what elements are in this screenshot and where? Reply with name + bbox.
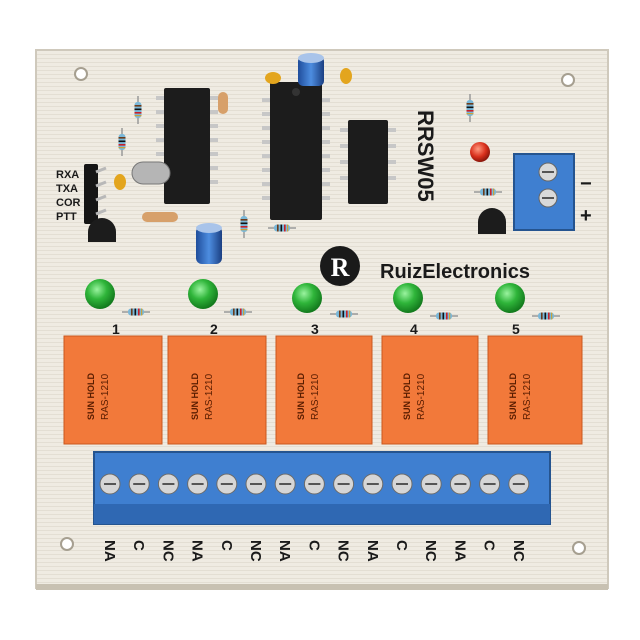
relay-brand-2: SUN HOLD: [190, 373, 200, 421]
channel-led-2: [188, 279, 218, 309]
channel-led-4: [393, 283, 423, 313]
terminal-label: NA: [451, 540, 468, 562]
pin-label-txa: TXA: [56, 183, 78, 195]
ceramic-capacitors: [114, 68, 352, 190]
terminal-label: NC: [422, 540, 439, 562]
ic-chip-left: [156, 88, 218, 204]
terminal-label: NC: [335, 540, 352, 562]
terminal-screw: [333, 473, 355, 495]
relay-model-2: RAS-1210: [204, 373, 215, 420]
pin-labels: RXA TXA COR PTT: [56, 169, 81, 223]
relay-brand-4: SUN HOLD: [402, 373, 412, 421]
terminal-screws: [99, 473, 530, 495]
channel-number-3: 3: [311, 321, 319, 337]
channel-number-4: 4: [410, 321, 418, 337]
brand-name: RuizElectronics: [380, 261, 530, 283]
relay-model-5: RAS-1210: [522, 373, 533, 420]
terminal-label: C: [218, 540, 235, 551]
pin-label-rxa: RXA: [56, 169, 79, 181]
terminal-screw: [99, 473, 121, 495]
channel-number-5: 5: [512, 321, 520, 337]
ic-chip-right: [340, 120, 396, 204]
pin-header: [84, 164, 107, 224]
relay-channel-4: 4 SUN HOLD RAS-1210: [381, 283, 479, 445]
relay-brand-3: SUN HOLD: [296, 373, 306, 421]
crystal: [131, 161, 171, 185]
terminal-screw: [362, 473, 384, 495]
power-terminal-block: [513, 153, 575, 231]
terminal-label: C: [130, 540, 147, 551]
pin-label-cor: COR: [56, 197, 81, 209]
terminal-screw: [508, 473, 530, 495]
relay-brand-5: SUN HOLD: [508, 373, 518, 421]
relay-channel-5: 5 SUN HOLD RAS-1210: [487, 283, 583, 445]
terminal-label: NA: [364, 540, 381, 562]
relay-model-1: RAS-1210: [100, 373, 111, 420]
terminal-screw: [187, 473, 209, 495]
channel-number-1: 1: [112, 321, 120, 337]
terminal-screw: [245, 473, 267, 495]
terminal-labels: NA C NC NA C NC NA C NC NA C NC NA C NC: [101, 540, 527, 562]
relay-4: [381, 335, 479, 445]
pin-label-ptt: PTT: [56, 211, 77, 223]
brand-logo: R: [320, 246, 360, 286]
terminal-label: NC: [159, 540, 176, 562]
relay-3: [275, 335, 373, 445]
brand-logo-letter: R: [331, 253, 350, 282]
terminal-screw: [216, 473, 238, 495]
relay-model-3: RAS-1210: [310, 373, 321, 420]
channel-led-1: [85, 279, 115, 309]
mounting-holes: [60, 67, 586, 555]
terminal-screw: [449, 473, 471, 495]
relay-5: [487, 335, 583, 445]
output-terminal-blocks: [93, 451, 551, 525]
terminal-screw: [274, 473, 296, 495]
relay-1: [63, 335, 163, 445]
terminal-screw: [303, 473, 325, 495]
channel-led-3: [292, 283, 322, 313]
status-led-red: [470, 142, 490, 162]
pcb-board-edge: [36, 584, 608, 590]
terminal-label: NA: [276, 540, 293, 562]
power-plus-label: +: [580, 205, 592, 227]
board-model-label: RRSW05: [413, 110, 438, 202]
terminal-label: NC: [510, 540, 527, 562]
terminal-label: C: [393, 540, 410, 551]
terminal-label: NC: [247, 540, 264, 562]
relay-channels: 1 SUN HOLD RAS-1210 2 SUN HOLD RAS-1210 …: [63, 279, 583, 445]
terminal-label: C: [305, 540, 322, 551]
relay-model-4: RAS-1210: [416, 373, 427, 420]
transistors: [88, 208, 506, 242]
relay-brand-1: SUN HOLD: [86, 373, 96, 421]
terminal-screw: [479, 473, 501, 495]
terminal-label: NA: [101, 540, 118, 562]
relay-channel-1: 1 SUN HOLD RAS-1210: [63, 279, 163, 445]
electrolytic-capacitors: [196, 53, 324, 264]
relay-2: [167, 335, 267, 445]
relay-channel-2: 2 SUN HOLD RAS-1210: [167, 279, 267, 445]
terminal-screw: [420, 473, 442, 495]
ic-chip-center: [262, 82, 330, 220]
terminal-label: C: [481, 540, 498, 551]
channel-number-2: 2: [210, 321, 218, 337]
terminal-screw: [391, 473, 413, 495]
relay-channel-3: 3 SUN HOLD RAS-1210: [275, 283, 373, 445]
power-minus-label: −: [580, 173, 592, 195]
terminal-label: NA: [189, 540, 206, 562]
terminal-screw: [128, 473, 150, 495]
film-capacitors: [142, 92, 228, 222]
terminal-screw: [157, 473, 179, 495]
channel-led-5: [495, 283, 525, 313]
